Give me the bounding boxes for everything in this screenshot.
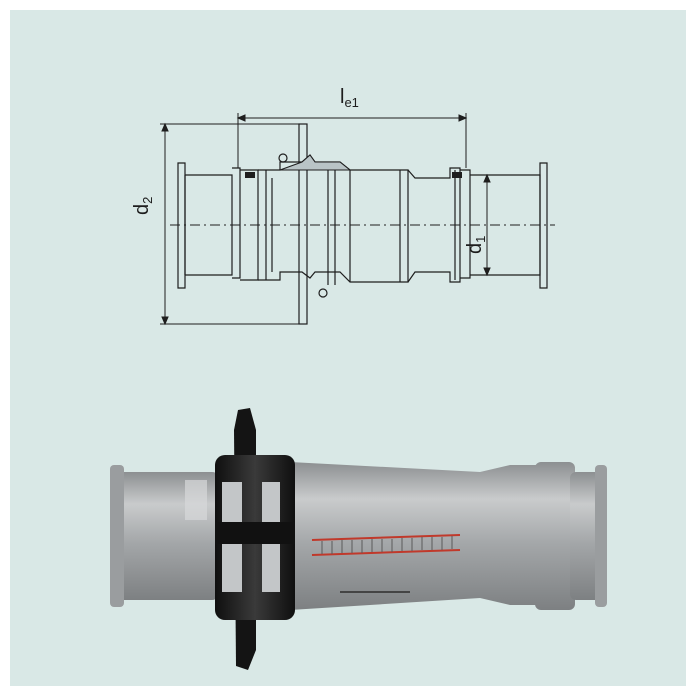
figure-panel: le1 d2 d1	[10, 10, 686, 686]
seal-ring-right	[452, 172, 462, 178]
photo-right-rim	[595, 465, 607, 607]
bolt-bottom	[318, 288, 328, 298]
bolt-top	[278, 153, 288, 163]
label-d2: d2	[131, 196, 155, 215]
dimension-d2	[160, 122, 299, 326]
right-spigot-rim	[539, 162, 548, 289]
photo-seal-band	[215, 522, 295, 544]
section-hatch	[279, 154, 352, 171]
product-photo	[110, 408, 607, 670]
dimension-le1	[236, 113, 468, 168]
dimension-d1	[472, 173, 492, 277]
label-d1: d1	[464, 235, 488, 254]
seal-ring-left	[245, 172, 255, 178]
photo-left-rim	[110, 465, 124, 607]
wall-flange	[298, 123, 308, 325]
photo-label-patch	[185, 480, 207, 520]
technical-drawing	[110, 113, 607, 670]
photo-right-socket	[535, 462, 575, 610]
drawing-outline	[177, 123, 548, 325]
right-socket	[460, 169, 471, 279]
label-le1: le1	[340, 86, 359, 110]
main-body	[258, 154, 409, 283]
left-socket-rim	[232, 167, 241, 279]
photo-insertion-scale	[311, 534, 461, 556]
